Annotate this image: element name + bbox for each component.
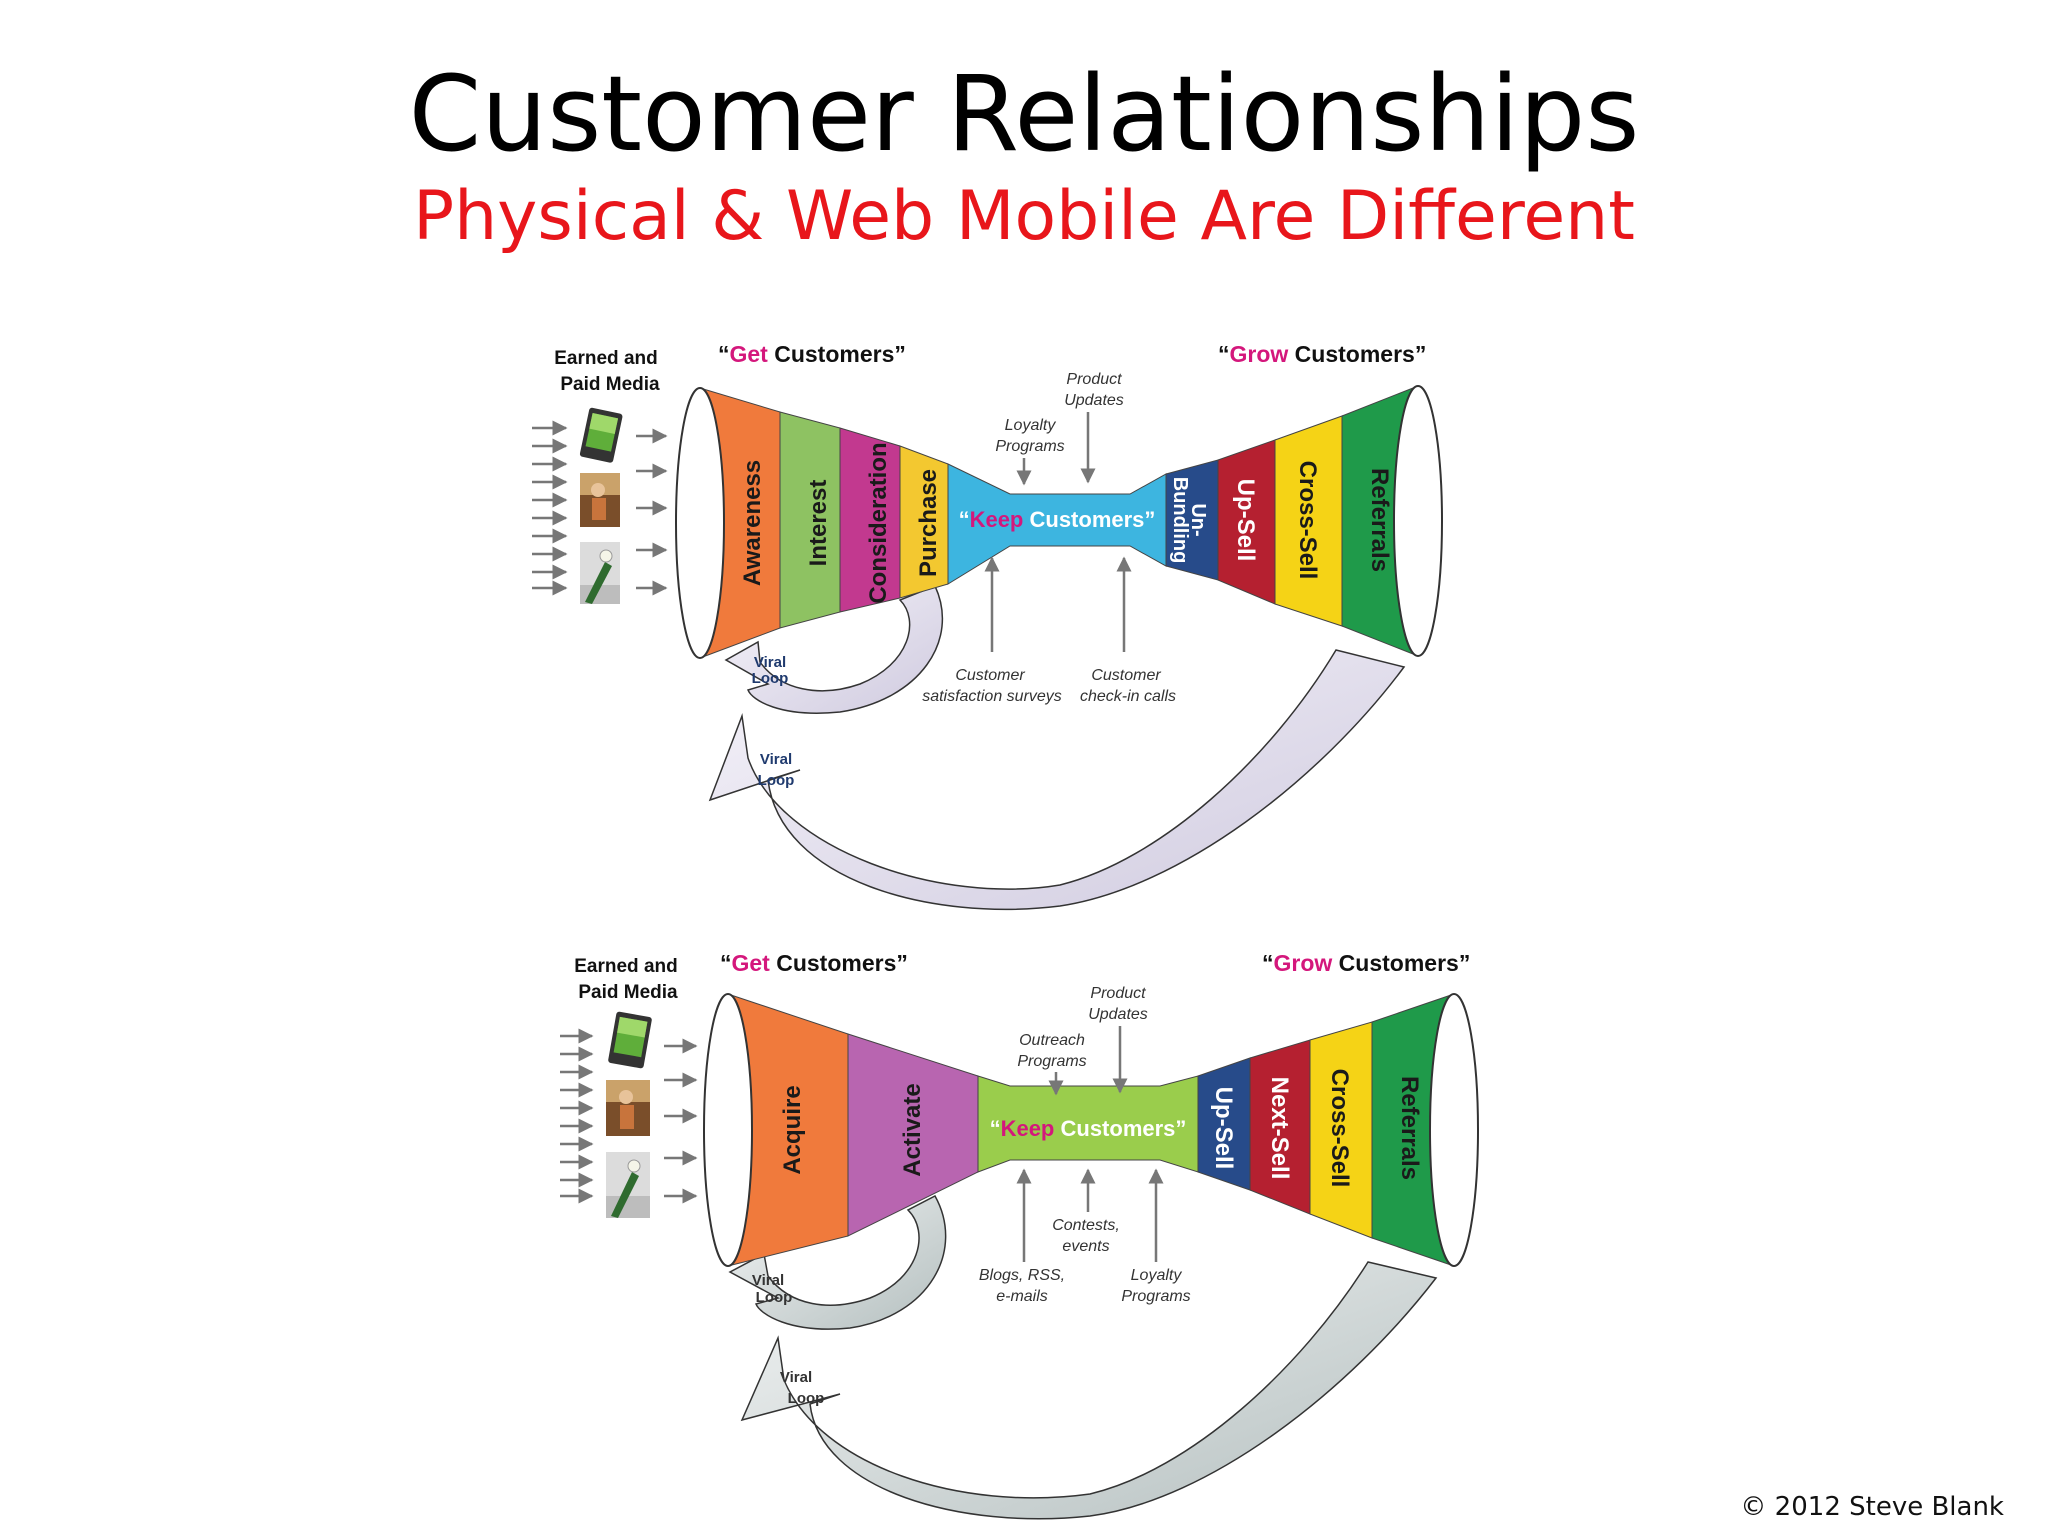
media-thumbnails: [606, 1011, 652, 1218]
note-product-updates-line1: Product: [1090, 985, 1146, 1002]
stage-label-referrals: Referrals: [1396, 1076, 1423, 1180]
media-label-line2: Paid Media: [560, 374, 660, 395]
viral-loop-big-line2: Loop: [758, 772, 795, 789]
viral-loop-small-line1: Viral: [754, 654, 786, 671]
viral-loop-small-arrow: [728, 1194, 947, 1330]
note-checkin-line1: Customer: [1091, 667, 1161, 684]
viral-loop-big-arrow: [708, 649, 1406, 911]
stage-label-cross-sell: Cross-Sell: [1294, 461, 1321, 580]
stage-label-interest: Interest: [805, 480, 832, 567]
stage-label-upsell: Up-Sell: [1232, 479, 1259, 562]
photo-thumbnail-bottle-icon: [580, 542, 620, 604]
media-label-line2: Paid Media: [578, 982, 678, 1003]
keep-customers-label: “Keep Customers”: [990, 1116, 1187, 1141]
physical-funnel-diagram: Earned and Paid Media: [532, 341, 1443, 911]
stage-label-upsell: Up-Sell: [1210, 1087, 1237, 1170]
stage-label-activate: Activate: [899, 1083, 926, 1176]
note-contests-line2: events: [1062, 1238, 1109, 1255]
mobile-device-icon: [579, 407, 623, 463]
get-customers-header: “Get Customers”: [718, 341, 906, 367]
stage-label-next-sell: Next-Sell: [1266, 1077, 1293, 1180]
photo-thumbnail-person-icon: [606, 1080, 650, 1136]
grow-customers-funnel: [1165, 385, 1443, 657]
slide-subtitle: Physical & Web Mobile Are Different: [413, 177, 1635, 256]
note-outreach-line1: Outreach: [1019, 1032, 1085, 1049]
note-outreach-line2: Programs: [1017, 1053, 1086, 1070]
stage-label-acquire: Acquire: [779, 1085, 806, 1174]
slide-title: Customer Relationships: [408, 53, 1640, 175]
photo-thumbnail-person-icon: [580, 473, 620, 527]
viral-loop-small-arrow: [724, 585, 944, 714]
stage-label-unbundling-1: Un-: [1187, 503, 1209, 536]
keep-customers-label: “Keep Customers”: [959, 507, 1156, 532]
web-mobile-funnel-diagram: Earned and Paid Media Viral: [560, 950, 1479, 1520]
stage-label-purchase: Purchase: [915, 469, 942, 577]
media-label-line1: Earned and: [574, 956, 677, 977]
note-product-updates-line2: Updates: [1064, 392, 1124, 409]
mobile-device-icon: [608, 1011, 652, 1069]
viral-loop-small-line2: Loop: [756, 1289, 793, 1306]
grow-customers-header: “Grow Customers”: [1262, 950, 1470, 976]
photo-thumbnail-bottle-icon: [606, 1152, 650, 1218]
viral-loop-big-line2: Loop: [788, 1390, 825, 1407]
viral-loop-big-arrow: [740, 1261, 1438, 1520]
get-customers-funnel: [703, 993, 979, 1267]
get-customers-funnel: [675, 387, 949, 659]
stage-label-referrals: Referrals: [1366, 468, 1393, 572]
grow-customers-header: “Grow Customers”: [1218, 341, 1426, 367]
note-loyalty-line2: Programs: [1121, 1288, 1190, 1305]
note-product-updates-line1: Product: [1066, 371, 1122, 388]
grow-customers-funnel: [1197, 993, 1479, 1267]
stage-label-cross-sell: Cross-Sell: [1326, 1069, 1353, 1188]
copyright-notice: © 2012 Steve Blank: [1740, 1492, 2004, 1522]
note-loyalty-line2: Programs: [995, 438, 1064, 455]
note-surveys-line1: Customer: [955, 667, 1025, 684]
viral-loop-small-line2: Loop: [752, 670, 789, 687]
stage-label-unbundling-2: Bundling: [1169, 477, 1191, 564]
note-loyalty-line1: Loyalty: [1005, 417, 1057, 434]
note-product-updates-line2: Updates: [1088, 1006, 1148, 1023]
note-loyalty-line1: Loyalty: [1131, 1267, 1183, 1284]
viral-loop-big-line1: Viral: [760, 751, 792, 768]
viral-loop-small-line1: Viral: [752, 1272, 784, 1289]
viral-loop-big-line1: Viral: [780, 1369, 812, 1386]
get-customers-header: “Get Customers”: [720, 950, 908, 976]
incoming-arrows: [532, 420, 668, 596]
note-surveys-line2: satisfaction surveys: [922, 688, 1062, 705]
note-blogs-line1: Blogs, RSS,: [979, 1267, 1065, 1284]
note-contests-line1: Contests,: [1052, 1217, 1120, 1234]
note-checkin-line2: check-in calls: [1080, 688, 1176, 705]
stage-label-awareness: Awareness: [739, 460, 766, 586]
media-thumbnails: [579, 407, 623, 604]
media-label-line1: Earned and: [554, 348, 657, 369]
note-blogs-line2: e-mails: [996, 1288, 1048, 1305]
incoming-arrows: [560, 1028, 698, 1204]
stage-label-consideration: Consideration: [865, 442, 892, 603]
